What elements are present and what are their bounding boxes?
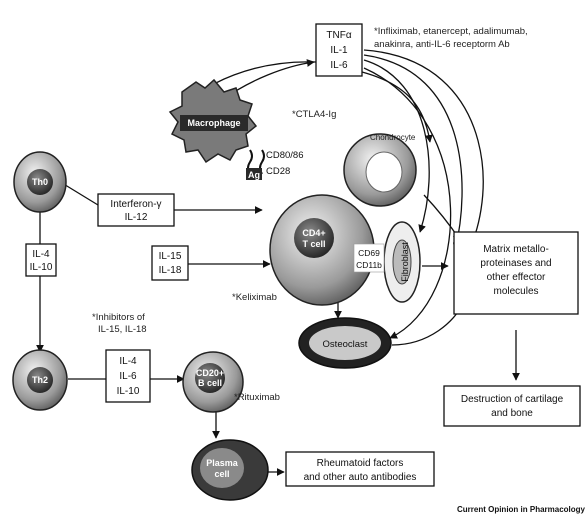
il4-6-10-line1: IL-4 [119,356,137,367]
tnf-line3: IL-6 [330,60,348,71]
fibroblast-label: Fibroblast [400,242,410,282]
ag-label: Ag [248,170,260,180]
tnf-line2: IL-1 [330,45,348,56]
cd69-cd11b-labels: CD69 CD11b [354,244,384,272]
plasma-cell: Plasma cell [192,440,268,500]
il4-il10-line2: IL-10 [30,262,53,273]
mmp-line1: Matrix metallo- [483,244,549,255]
ctla4-drug: *CTLA4-Ig [292,109,336,120]
th0-label: Th0 [32,177,48,187]
destruction-box: Destruction of cartilage and bone [444,386,580,426]
line-th0-interferon [62,183,98,205]
th0-cell: Th0 [14,152,66,212]
interferon-box: Interferon-γ IL-12 [98,194,174,226]
il4-6-10-line3: IL-10 [117,386,140,397]
interferon-line1: Interferon-γ [110,199,161,210]
cd69-label: CD69 [358,248,380,258]
chondrocyte-cell: Chondrocyte [344,133,416,206]
source-credit: Current Opinion in Pharmacology [457,505,586,514]
il4-il6-il10-box: IL-4 IL-6 IL-10 [106,350,150,402]
th2-label: Th2 [32,375,48,385]
tnf-box: TNFα IL-1 IL-6 [316,24,362,76]
cd28-label: CD28 [266,166,290,177]
cd20-bcell: CD20+ B cell [183,352,243,412]
cd4-label-line2: T cell [302,239,325,249]
tnf-line1: TNFα [326,30,351,41]
mmp-line3: other effector [487,272,546,283]
cd20-label-line1: CD20+ [196,368,224,378]
th2-cell: Th2 [13,350,67,410]
cd11b-label: CD11b [356,260,382,270]
cd4-label-line1: CD4+ [302,228,325,238]
arrow-osteoclast-mmp [392,305,462,345]
il4-il10-box: IL-4 IL-10 [26,244,56,276]
il18-line: IL-18 [159,265,182,276]
rf-line1: Rheumatoid factors [317,458,404,469]
il4-6-10-line2: IL-6 [119,371,137,382]
anti-tnf-drugs-line2: anakinra, anti-IL-6 receptorm Ab [374,39,510,50]
arrow-tnf-chondrocyte [362,72,430,142]
osteoclast-cell: Osteoclast [299,318,391,368]
il15-line: IL-15 [159,251,182,262]
rf-box: Rheumatoid factors and other auto antibo… [286,452,434,486]
plasma-label-line2: cell [214,469,229,479]
il15-inhibitor-line1: *Inhibitors of [92,312,145,323]
il15-inhibitor-line2: IL-15, IL-18 [98,324,147,335]
il4-il10-line1: IL-4 [32,249,50,260]
macrophage-cell: Macrophage [170,80,256,162]
plasma-label-line1: Plasma [206,458,239,468]
mmp-line2: proteinases and [480,258,551,269]
destruction-line1: Destruction of cartilage [461,394,564,405]
osteoclast-label: Osteoclast [323,339,368,350]
cd80-86-label: CD80/86 [266,150,304,161]
macrophage-label: Macrophage [187,118,240,128]
fibroblast-cell: Fibroblast [384,222,420,302]
anti-tnf-drugs-line1: *Infliximab, etanercept, adalimumab, [374,26,528,37]
il15-il18-box: IL-15 IL-18 [152,246,188,280]
keliximab-drug: *Keliximab [232,292,277,303]
cd20-label-line2: B cell [198,378,222,388]
interferon-line2: IL-12 [125,212,148,223]
rituximab-drug: *Rituximab [234,392,280,403]
chondrocyte-label: Chondrocyte [370,133,416,142]
rf-line2: and other auto antibodies [304,472,417,483]
mmp-box: Matrix metallo- proteinases and other ef… [454,232,578,314]
mmp-line4: molecules [493,286,538,297]
destruction-line2: and bone [491,408,533,419]
antigen-tag: Ag [246,168,262,180]
